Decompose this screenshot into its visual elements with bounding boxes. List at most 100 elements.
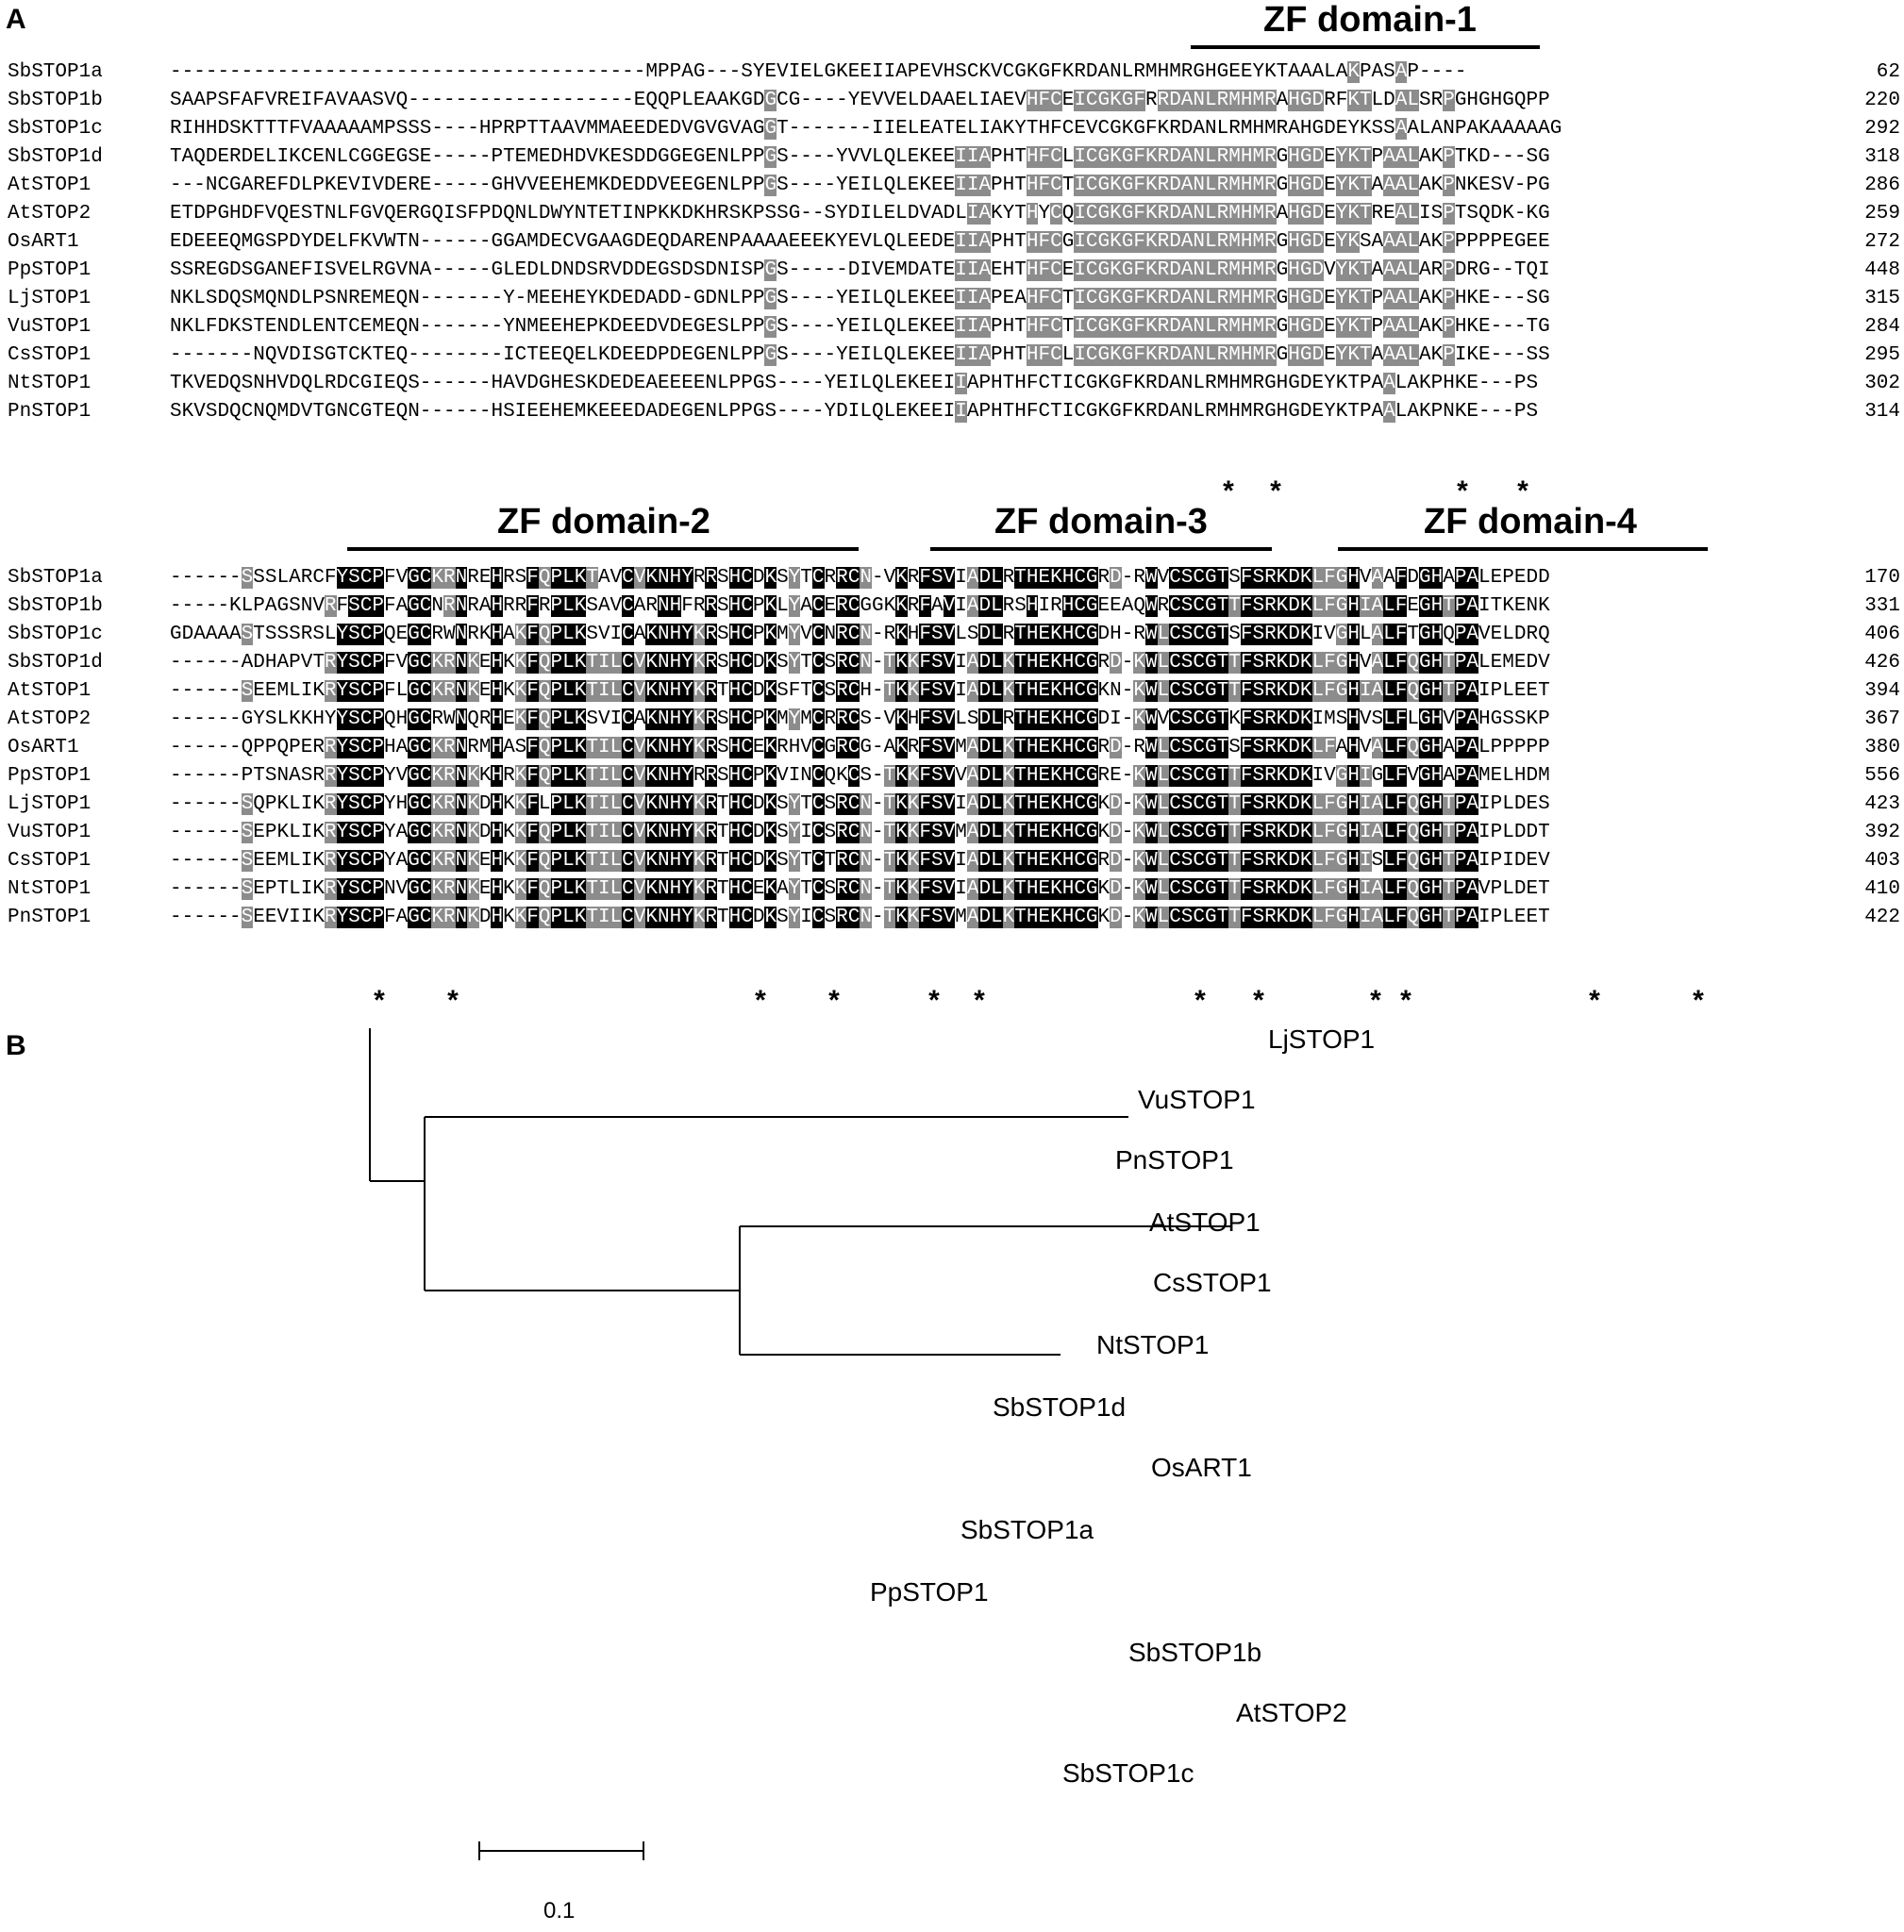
- sequence-position: 394: [1864, 680, 1900, 702]
- sequence-name: AtSTOP2: [8, 708, 92, 730]
- tree-branches: [369, 1028, 1232, 1356]
- zf-domain-4-label: ZF domain-4: [1424, 502, 1637, 541]
- sequence-name: AtSTOP1: [8, 680, 92, 702]
- tree-taxon-label: AtSTOP2: [1236, 1698, 1347, 1727]
- panel-label-b: B: [6, 1030, 26, 1061]
- conserved-residue-marker: *: [1457, 475, 1468, 507]
- sequence-position: 367: [1864, 708, 1900, 730]
- conserved-residue-marker: *: [1270, 475, 1281, 507]
- sequence-name: LjSTOP1: [8, 288, 92, 309]
- sequence-position: 423: [1864, 793, 1900, 815]
- sequence-residues: -----KLPAGSNVRFSCPFAGCNRNRAHRRFRPLKSAVCA…: [170, 595, 1550, 617]
- sequence-name: OsART1: [8, 231, 79, 253]
- sequence-name: NtSTOP1: [8, 373, 92, 394]
- sequence-name: PpSTOP1: [8, 765, 92, 787]
- tree-taxon-label: SbSTOP1a: [960, 1515, 1094, 1544]
- sequence-name: SbSTOP1b: [8, 595, 103, 617]
- scale-bar-label: 0.1: [543, 1898, 576, 1924]
- alignment-row: SbSTOP1a--------------------------------…: [0, 58, 1904, 87]
- sequence-position: 302: [1864, 373, 1900, 394]
- sequence-position: 410: [1864, 878, 1900, 900]
- sequence-name: OsART1: [8, 737, 79, 758]
- sequence-position: 170: [1864, 567, 1900, 589]
- zf-domain-4-bar: [1338, 547, 1708, 551]
- sequence-name: VuSTOP1: [8, 822, 92, 843]
- phylogenetic-tree: [369, 1028, 1232, 1356]
- alignment-row: LjSTOP1 ------SQPKLIKRYSCPYHGCKRNKDHKKFLP…: [0, 791, 1904, 819]
- tree-taxon-label: LjSTOP1: [1268, 1024, 1376, 1054]
- sequence-name: SbSTOP1a: [8, 567, 103, 589]
- tree-taxon-label: PpSTOP1: [870, 1577, 989, 1607]
- sequence-position: 403: [1864, 850, 1900, 872]
- sequence-name: SbSTOP1c: [8, 624, 103, 645]
- sequence-residues: ------QPPQPERRYSCPHAGCKRNRMHASFQPLKTILCV…: [170, 737, 1550, 758]
- tree-taxon-label: CsSTOP1: [1153, 1268, 1272, 1297]
- sequence-name: LjSTOP1: [8, 793, 92, 815]
- conserved-residue-marker: *: [1370, 985, 1381, 1016]
- alignment-row: OsART1 ------QPPQPERRYSCPHAGCKRNRMHASFQPL…: [0, 734, 1904, 762]
- conserved-residue-marker: *: [928, 985, 940, 1016]
- sequence-position: 315: [1864, 288, 1900, 309]
- sequence-residues: ------SEEMLIKRYSCPYAGCKRNKEHKKFQPLKTILCV…: [170, 850, 1550, 872]
- sequence-position: 380: [1864, 737, 1900, 758]
- alignment-row: SbSTOP1d ------ADHAPVTRYSCPFVGCKRNKEHKKFQ…: [0, 649, 1904, 677]
- zf-domain-2-label: ZF domain-2: [497, 502, 710, 541]
- alignment-row: AtSTOP2 ------GYSLKKHYYSCPQHGCRWNQRHEKFQP…: [0, 706, 1904, 734]
- sequence-position: 284: [1864, 316, 1900, 338]
- alignment-row: VuSTOP1 ------SEPKLIKRYSCPYAGCKRNKDHKKFQP…: [0, 819, 1904, 847]
- sequence-name: CsSTOP1: [8, 344, 92, 366]
- alignment-row: CsSTOP1-------NQVDISGTCKTEQ--------ICTEE…: [0, 341, 1904, 370]
- sequence-position: 295: [1864, 344, 1900, 366]
- alignment-row: AtSTOP2 ETDPGHDFVQESTNLFGVQERGQISFPDQNLDW…: [0, 200, 1904, 228]
- sequence-name: PpSTOP1: [8, 259, 92, 281]
- sequence-name: CsSTOP1: [8, 850, 92, 872]
- zf-domain-2-bar: [347, 547, 859, 551]
- alignment-row: PnSTOP1------SEEVIIKRYSCPFAGCKRNKDHKKFQP…: [0, 904, 1904, 932]
- conserved-residue-marker: *: [828, 985, 840, 1016]
- conserved-residue-marker: *: [1400, 985, 1411, 1016]
- alignment-row: PpSTOP1------PTSNASRRYSCPYVGCKRNKKHRKFQP…: [0, 762, 1904, 791]
- alignment-row: AtSTOP1---NCGAREFDLPKEVIVDERE-----GHVVEE…: [0, 172, 1904, 200]
- alignment-block-2: SbSTOP1a------SSSLARCFYSCPFVGCKRNREHRSFQ…: [0, 564, 1904, 979]
- sequence-residues: ------ADHAPVTRYSCPFVGCKRNKEHKKFQPLKTILCV…: [170, 652, 1550, 674]
- sequence-name: SbSTOP1d: [8, 146, 103, 168]
- sequence-name: SbSTOP1a: [8, 61, 103, 83]
- zf-domain-3-bar: [930, 547, 1272, 551]
- sequence-residues: ---NCGAREFDLPKEVIVDERE-----GHVVEEHEMKDED…: [170, 175, 1550, 196]
- tree-taxon-label: SbSTOP1b: [1128, 1638, 1262, 1667]
- sequence-position: 272: [1864, 231, 1900, 253]
- conserved-residue-marker: *: [1589, 985, 1600, 1016]
- sequence-residues: ETDPGHDFVQESTNLFGVQERGQISFPDQNLDWYNTETIN…: [170, 203, 1550, 225]
- sequence-position: 286: [1864, 175, 1900, 196]
- sequence-position: 406: [1864, 624, 1900, 645]
- sequence-position: 259: [1864, 203, 1900, 225]
- sequence-name: SbSTOP1d: [8, 652, 103, 674]
- sequence-residues: TAQDERDELIKCENLCGGEGSE-----PTEMEDHDVKESD…: [170, 146, 1550, 168]
- panel-label-a: A: [6, 4, 26, 35]
- tree-taxon-label: SbSTOP1d: [993, 1392, 1127, 1422]
- sequence-residues: ------SEEMLIKRYSCPFLGCKRNKEHKKFQPLKTILCV…: [170, 680, 1550, 702]
- sequence-residues: ------SQPKLIKRYSCPYHGCKRNKDHKKFLPLKTILCV…: [170, 793, 1550, 815]
- zf-domain-1-label: ZF domain-1: [1263, 0, 1477, 40]
- sequence-position: 314: [1864, 401, 1900, 423]
- sequence-position: 426: [1864, 652, 1900, 674]
- sequence-position: 392: [1864, 822, 1900, 843]
- alignment-row: AtSTOP1 ------SEEMLIKRYSCPFLGCKRNKEHKKFQP…: [0, 677, 1904, 706]
- alignment-block-1: SbSTOP1a--------------------------------…: [0, 58, 1904, 436]
- alignment-row: NtSTOP1------SEPTLIKRYSCPNVGCKRNKEHKKFQP…: [0, 875, 1904, 904]
- sequence-residues: ------GYSLKKHYYSCPQHGCRWNQRHEKFQPLKSVICA…: [170, 708, 1550, 730]
- sequence-name: AtSTOP2: [8, 203, 92, 225]
- tree-taxon-label: NtSTOP1: [1096, 1330, 1210, 1359]
- sequence-residues: ------SEPKLIKRYSCPYAGCKRNKDHKKFQPLKTILCV…: [170, 822, 1550, 843]
- conserved-residue-marker: *: [1253, 985, 1264, 1016]
- sequence-residues: SAAPSFAFVREIFAVAASVQ-------------------E…: [170, 90, 1550, 111]
- sequence-position: 422: [1864, 907, 1900, 928]
- sequence-residues: RIHHDSKTTTFVAAAAAMPSSS----HPRPTTAAVMMAEE…: [170, 118, 1562, 140]
- alignment-row: SbSTOP1a------SSSLARCFYSCPFVGCKRNREHRSFQ…: [0, 564, 1904, 592]
